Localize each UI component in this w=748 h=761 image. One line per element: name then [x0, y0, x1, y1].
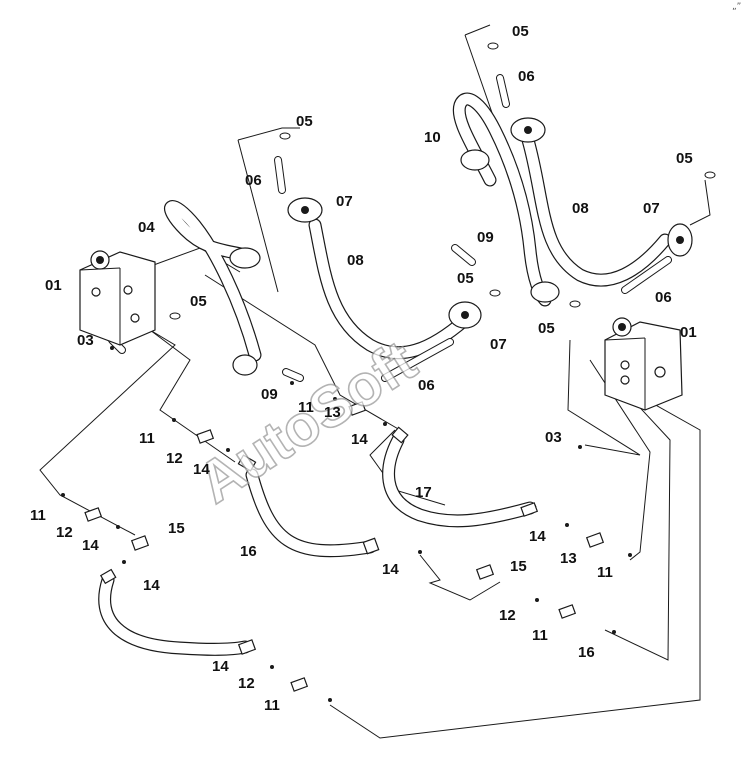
callout-label: 06 [655, 289, 672, 306]
o-rings [169, 42, 716, 320]
callout-label: 05 [190, 293, 207, 310]
callout-label: 14 [351, 431, 368, 448]
callout-label: 15 [168, 520, 185, 537]
callout-label: 11 [264, 697, 280, 714]
callout-label: 14 [193, 461, 210, 478]
callout-label: 01 [45, 277, 62, 294]
callout-label: 11 [30, 507, 46, 524]
callout-label: 05 [512, 23, 529, 40]
callout-label: 10 [424, 129, 441, 146]
callout-label: 12 [166, 450, 183, 467]
callout-label: 07 [490, 336, 507, 353]
callout-labels: 05 06 05 10 06 07 05 07 04 08 08 09 01 0… [30, 23, 697, 714]
callout-label: 16 [578, 644, 595, 661]
callout-label: 11 [597, 564, 613, 581]
callout-label: 12 [499, 607, 516, 624]
callout-label: 13 [324, 404, 341, 421]
callout-label: 11 [298, 399, 314, 416]
callout-label: 17 [415, 484, 432, 501]
callout-label: 12 [56, 524, 73, 541]
callout-label: 07 [336, 193, 353, 210]
flanges [229, 117, 693, 376]
callout-label: 14 [143, 577, 160, 594]
callout-label: 09 [477, 229, 494, 246]
callout-label: 14 [529, 528, 546, 545]
callout-label: 06 [518, 68, 535, 85]
callout-label: 03 [545, 429, 562, 446]
callout-label: 14 [82, 537, 99, 554]
callout-label: 07 [643, 200, 660, 217]
corner-mark: „” [732, 2, 741, 12]
valve-block-right [604, 317, 683, 411]
callout-label: 13 [560, 550, 577, 567]
callout-label: 06 [418, 377, 435, 394]
callout-label: 15 [510, 558, 527, 575]
callout-label: 12 [238, 675, 255, 692]
callout-label: 06 [245, 172, 262, 189]
callout-label: 08 [572, 200, 589, 217]
callout-label: 04 [138, 219, 155, 236]
callout-label: 14 [382, 561, 399, 578]
callout-label: 09 [261, 386, 278, 403]
callout-label: 05 [457, 270, 474, 287]
callout-label: 03 [77, 332, 94, 349]
callout-label: 11 [139, 430, 155, 447]
callout-label: 16 [240, 543, 257, 560]
callout-label: 05 [676, 150, 693, 167]
callout-label: 05 [296, 113, 313, 130]
hoses [98, 92, 672, 656]
callout-label: 14 [212, 658, 229, 675]
valve-block-left [79, 250, 156, 346]
callout-label: 05 [538, 320, 555, 337]
callout-label: 08 [347, 252, 364, 269]
callout-label: 11 [532, 627, 548, 644]
routing-lines [39, 24, 711, 739]
callout-label: 01 [680, 324, 697, 341]
small-fittings [61, 346, 632, 702]
